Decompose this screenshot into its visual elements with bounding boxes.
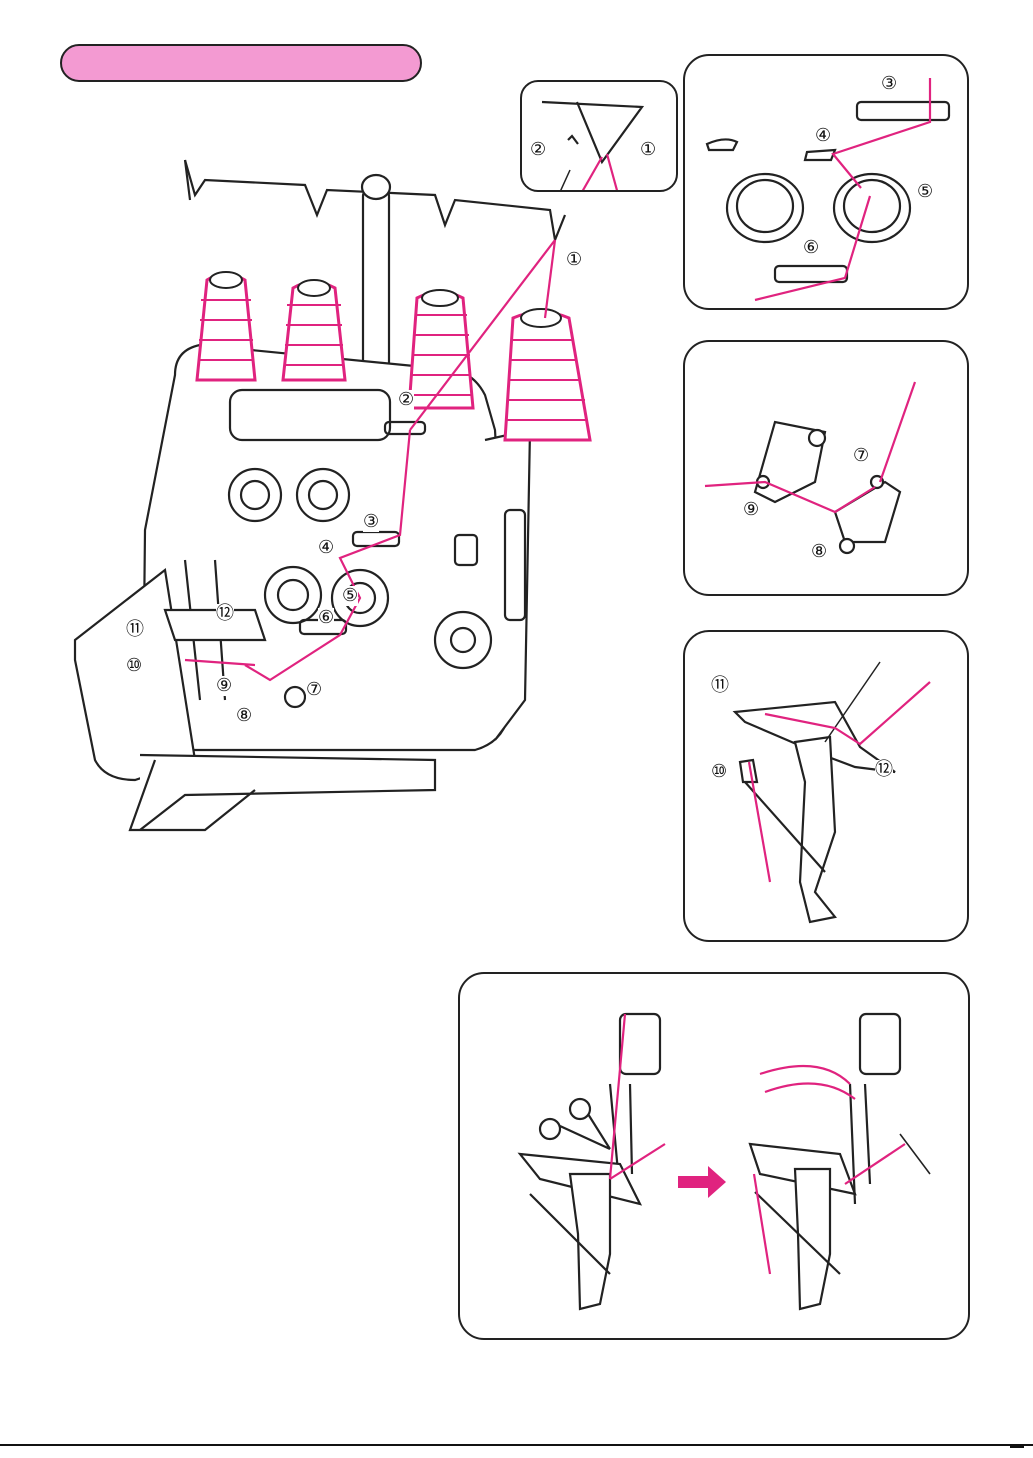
title-banner [60, 44, 422, 82]
page-number-marker [1010, 1444, 1024, 1448]
spool-guide-diagram [522, 82, 678, 192]
label-looper-12: ⑫ [216, 604, 234, 624]
tension-label-3: ③ [881, 74, 897, 94]
guide-label-9: ⑨ [743, 500, 759, 520]
label-looper-11: ⑪ [126, 620, 144, 640]
label-thread-guide-6: ⑥ [318, 608, 334, 628]
label-looper-eye-10: ⑩ [126, 656, 142, 676]
tension-label-4: ④ [815, 126, 831, 146]
label-thread-guide-8: ⑧ [236, 706, 252, 726]
panel-looper-threading: ⑪ ⑩ ⑫ [683, 630, 969, 942]
guide-label-7: ⑦ [853, 446, 869, 466]
spool-callout-label-1: ① [640, 140, 656, 160]
looper-label-11: ⑪ [711, 676, 729, 696]
right-arrow-icon [678, 1166, 726, 1198]
tension-label-6: ⑥ [803, 238, 819, 258]
label-thread-guide-2: ② [398, 390, 414, 410]
panel-thread-guides: ⑦ ⑧ ⑨ [683, 340, 969, 596]
guide-label-8: ⑧ [811, 542, 827, 562]
cut-thread-diagram [460, 974, 970, 1340]
label-thread-guide-4: ④ [318, 538, 334, 558]
label-thread-guide-7: ⑦ [306, 680, 322, 700]
label-thread-guide-1: ① [566, 250, 582, 270]
panel-cut-thread [458, 972, 970, 1340]
label-tension-dial-5: ⑤ [342, 586, 358, 606]
panel-tension-dials: ③ ④ ⑤ ⑥ [683, 54, 969, 310]
callout-spool-guide: ② ① [520, 80, 678, 192]
label-thread-guide-9: ⑨ [216, 676, 232, 696]
label-thread-guide-3: ③ [363, 512, 379, 532]
tension-label-5: ⑤ [917, 182, 933, 202]
page-bottom-rule [0, 1444, 1033, 1446]
looper-label-12: ⑫ [875, 760, 893, 780]
spool-callout-label-2: ② [530, 140, 546, 160]
serger-machine-illustration [55, 140, 615, 840]
looper-label-10: ⑩ [711, 762, 727, 782]
